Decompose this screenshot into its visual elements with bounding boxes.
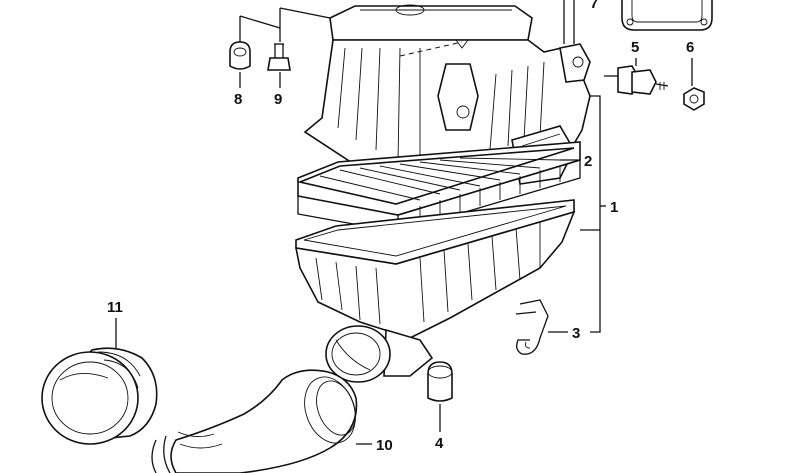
air-filter-housing-lower[interactable] xyxy=(294,199,576,383)
callout-6: 6 xyxy=(686,39,694,56)
support-rod xyxy=(563,0,575,44)
cap-part-4[interactable] xyxy=(427,361,453,402)
callout-11: 11 xyxy=(107,299,123,316)
callout-9: 9 xyxy=(274,91,282,108)
filter-element-part-2[interactable] xyxy=(297,141,581,233)
callout-8: 8 xyxy=(234,91,242,108)
spring-clip-part-3[interactable] xyxy=(515,299,549,355)
nut-part-6[interactable] xyxy=(683,87,705,111)
intake-hose-part-10[interactable] xyxy=(151,369,364,473)
callout-10: 10 xyxy=(376,437,393,454)
callout-5: 5 xyxy=(631,39,639,56)
callout-1: 1 xyxy=(610,199,618,216)
gasket-part-7[interactable] xyxy=(621,0,713,31)
grommet-part-8[interactable] xyxy=(229,41,251,70)
callout-4: 4 xyxy=(435,435,444,452)
callout-3: 3 xyxy=(572,325,580,342)
bolt-part-9[interactable] xyxy=(267,43,291,71)
callout-7: 7 xyxy=(590,0,598,12)
rubber-mount-part-5[interactable] xyxy=(604,65,669,95)
rubber-boot-part-11[interactable] xyxy=(41,347,158,445)
leader-lines xyxy=(115,7,693,445)
callout-2: 2 xyxy=(584,153,592,170)
